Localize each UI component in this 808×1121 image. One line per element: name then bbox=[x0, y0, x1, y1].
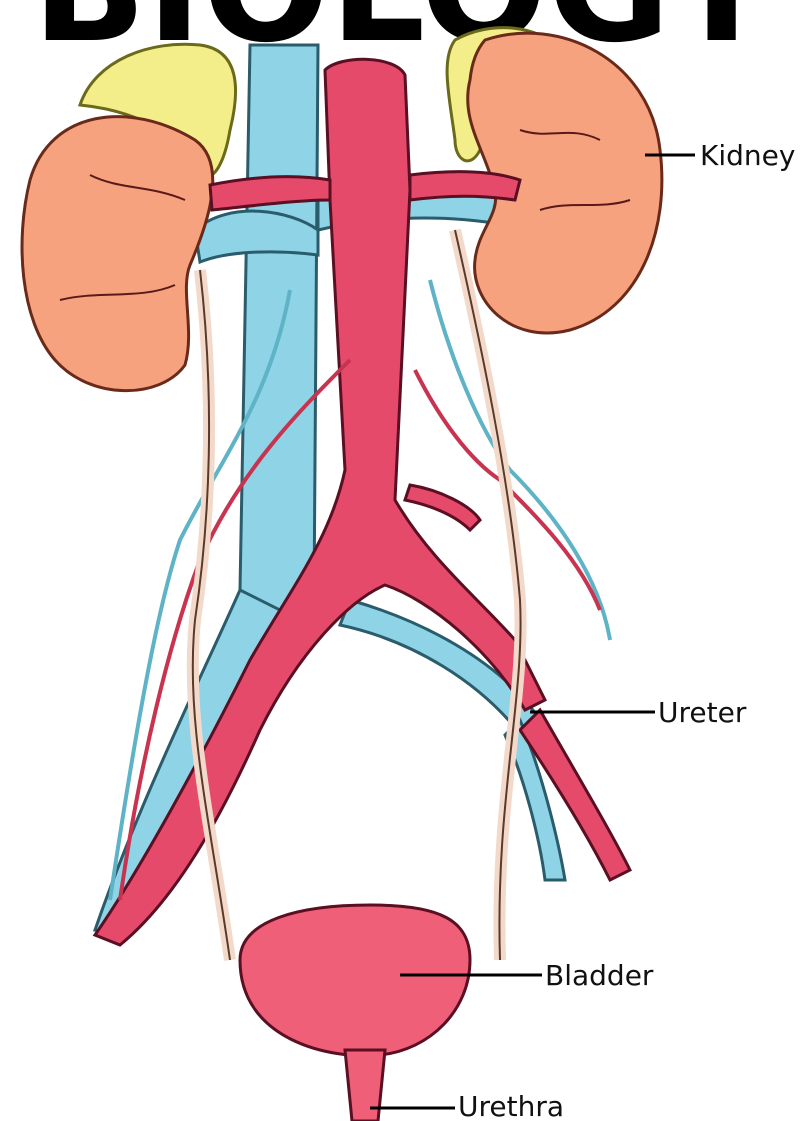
label-bladder: Bladder bbox=[545, 959, 654, 992]
label-ureter: Ureter bbox=[658, 696, 747, 729]
label-urethra: Urethra bbox=[458, 1090, 564, 1121]
bladder bbox=[240, 905, 470, 1121]
label-kidney: Kidney bbox=[700, 139, 795, 172]
